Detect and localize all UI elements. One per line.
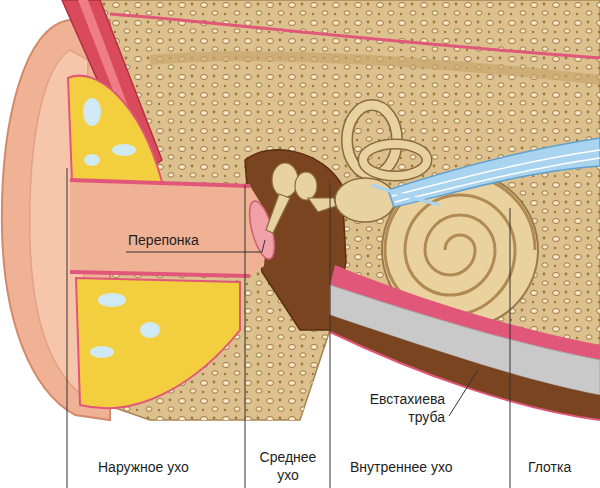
leader-lines: [330, 185, 331, 488]
leader-lines: [67, 168, 510, 488]
part-label: Наружное ухо: [98, 458, 189, 476]
auditory-nerve: [372, 138, 600, 207]
auditory-nerve: [388, 138, 600, 207]
ear-canal: [70, 272, 250, 276]
auditory-nerve: [372, 185, 440, 205]
upper-cartilage: [83, 98, 101, 126]
auditory-nerve: [392, 150, 600, 202]
part-label: Среднее ухо: [253, 448, 323, 484]
upper-cartilage: [84, 154, 100, 166]
semicircular-canals: [363, 144, 427, 176]
leader-lines: [67, 168, 68, 488]
leader-lines: [510, 208, 511, 488]
part-label: Глотка: [528, 458, 571, 476]
part-label: Внутреннее ухо: [350, 458, 453, 476]
upper-cartilage: [68, 76, 162, 182]
ear-canal: [70, 180, 250, 186]
leader-lines: [245, 185, 246, 488]
ear-canal: [70, 180, 268, 276]
ossicles: [266, 194, 290, 233]
lower-cartilage: [140, 322, 160, 338]
upper-cartilage: [112, 144, 136, 156]
semicircular-canals: [363, 144, 427, 176]
lower-cartilage: [90, 346, 114, 358]
lower-cartilage: [76, 278, 240, 408]
upper-cartilage: [68, 76, 162, 182]
ossicles: [295, 172, 317, 200]
ossicles: [272, 163, 298, 197]
part-label: Перепонка: [128, 231, 199, 249]
temporal-bone: [110, 14, 600, 58]
ear-canal: [70, 180, 268, 276]
leader-lines: [449, 370, 478, 416]
semicircular-canals: [335, 178, 395, 222]
lower-cartilage: [76, 278, 240, 408]
ossicles: [308, 198, 336, 212]
lower-cartilage: [98, 293, 126, 307]
ossicles: [266, 163, 336, 233]
part-label: Евстахиева труба: [355, 390, 445, 426]
temporal-bone: [150, 56, 600, 80]
